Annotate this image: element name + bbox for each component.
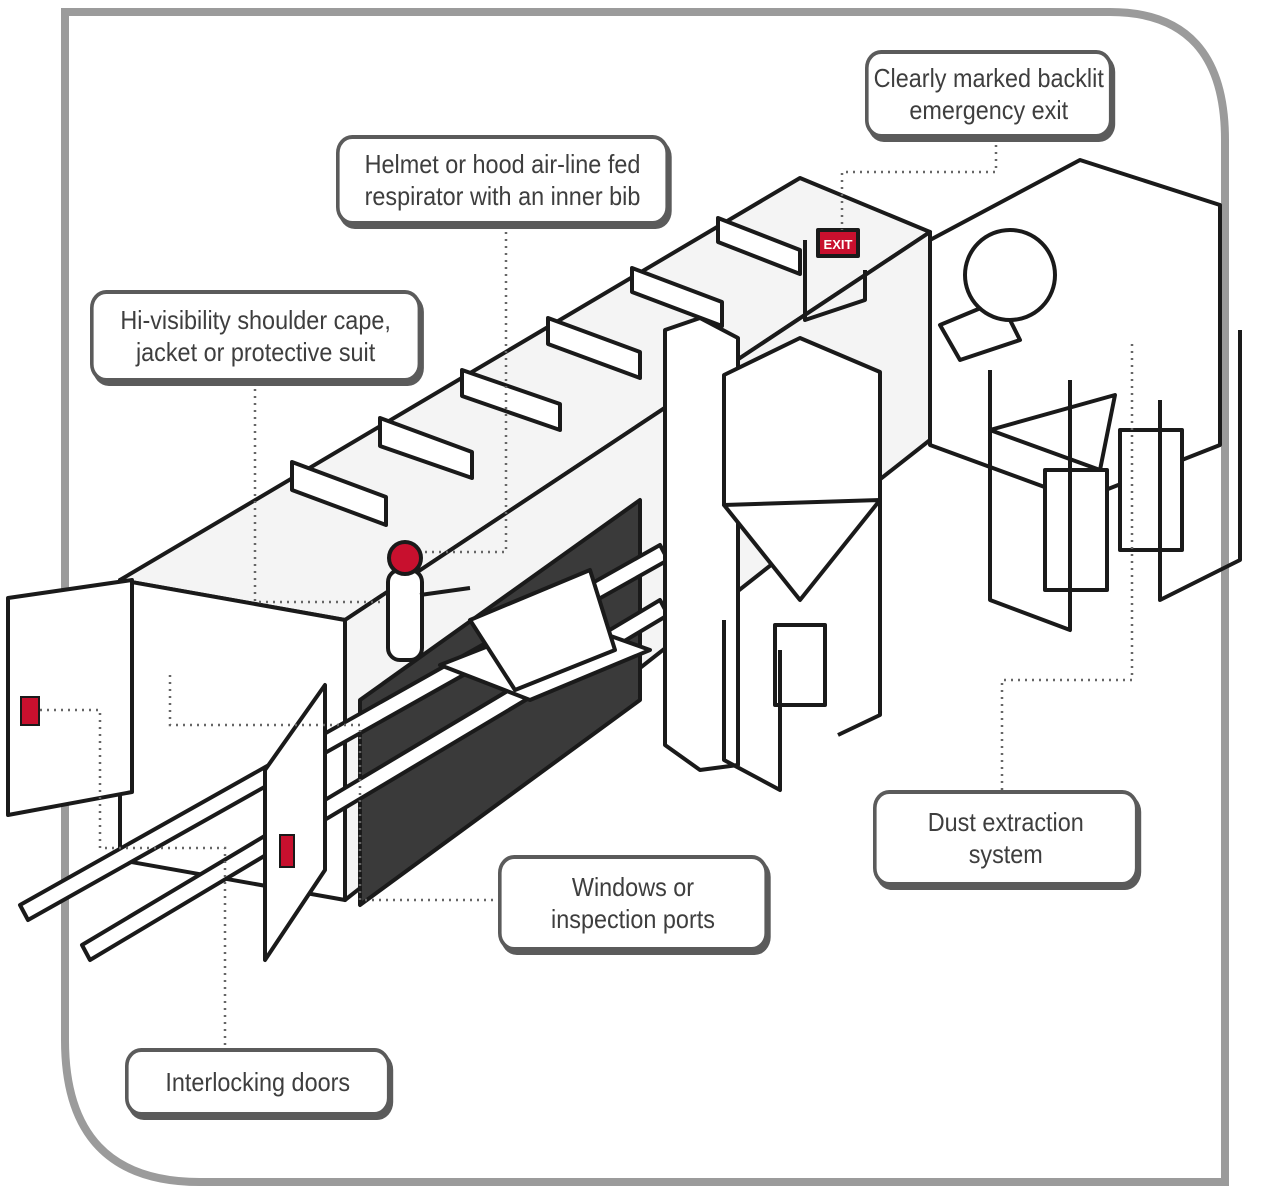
loader-bucket	[468, 568, 617, 692]
callout-inspection-ports: Windows or inspection ports	[498, 855, 768, 951]
callout-line: Interlocking doors	[165, 1067, 351, 1097]
exit-sign: EXIT	[824, 237, 853, 252]
roof-ribs	[290, 216, 802, 527]
callout-line: emergency exit	[909, 95, 1069, 125]
callout-interlocking-doors: Interlocking doors	[125, 1048, 391, 1116]
cyclone-collector	[663, 316, 882, 792]
callout-dust-extraction: Dust extraction system	[873, 790, 1139, 886]
door-lock-right	[279, 834, 295, 868]
door-lock-left	[20, 696, 40, 726]
callout-line: Windows or	[571, 872, 695, 902]
callout-line: Dust extraction	[927, 807, 1084, 837]
dust-extraction-unit	[928, 158, 1242, 632]
callout-emergency-exit: Clearly marked backlit emergency exit	[865, 50, 1113, 138]
callout-respirator: Helmet or hood air-line fed respirator w…	[336, 135, 669, 225]
callout-line: system	[968, 839, 1043, 869]
callout-line: Hi-visibility shoulder cape,	[120, 305, 391, 335]
exit-sign-box	[816, 228, 860, 258]
callout-line: respirator with an inner bib	[364, 181, 641, 211]
outer-frame	[61, 7, 1229, 1186]
callout-line: Helmet or hood air-line fed	[364, 149, 641, 179]
callout-protective-suit: Hi-visibility shoulder cape, jacket or p…	[90, 290, 422, 382]
callout-line: inspection ports	[551, 904, 715, 934]
callout-line: jacket or protective suit	[135, 337, 376, 367]
operator-figure	[386, 540, 471, 662]
leader-lines	[40, 138, 1134, 1048]
right-door	[263, 683, 327, 962]
exit-doorway	[803, 240, 867, 322]
callout-line: Clearly marked backlit	[873, 63, 1104, 93]
